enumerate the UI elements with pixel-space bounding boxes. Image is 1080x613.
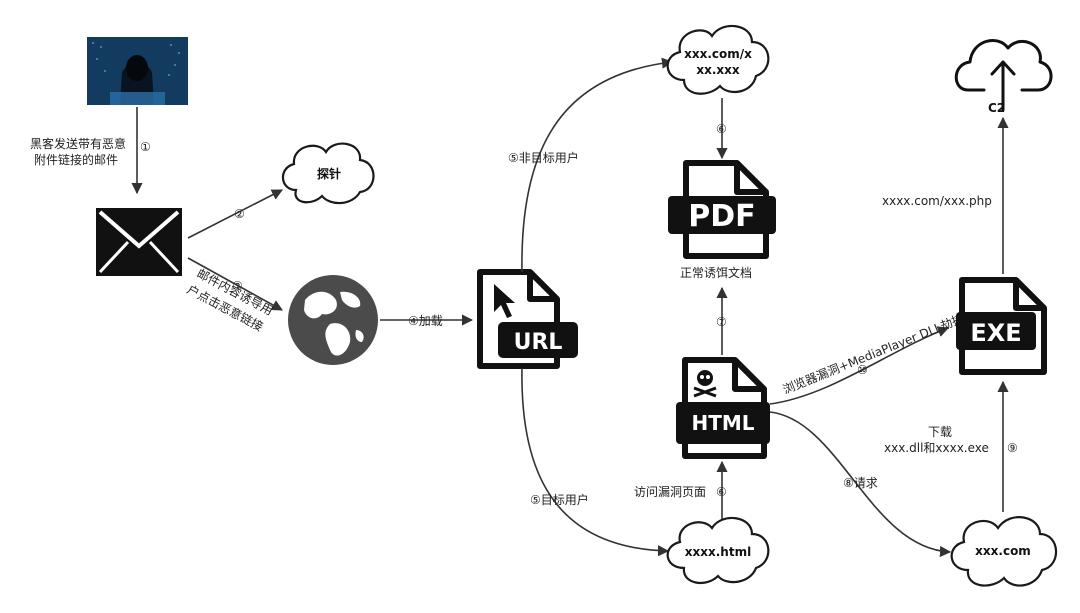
- step6-top-label: ⑥: [716, 122, 727, 136]
- edge-html-to-exe: [769, 326, 950, 405]
- cloud-xxx-com: xxx.com: [950, 516, 1058, 587]
- edge-url-to-decoy-cloud: [521, 57, 674, 273]
- cloud-xxx-com-label: xxx.com: [975, 544, 1031, 558]
- url-file-icon: URL: [477, 269, 578, 369]
- step4-label: ④加载: [408, 314, 443, 328]
- html-badge: HTML: [691, 411, 754, 435]
- step1-label: ①: [140, 140, 151, 154]
- hacker-image: [87, 37, 188, 105]
- step9-label: ⑨: [1007, 441, 1018, 455]
- cloud-upload-icon: C2: [954, 39, 1053, 115]
- step6-bottom-label: ⑥: [716, 485, 727, 499]
- pdf-badge: PDF: [688, 199, 755, 234]
- hacker-label-line2: 附件链接的邮件: [34, 152, 118, 167]
- step7-label: ⑦: [716, 315, 727, 329]
- cloud-probe: 探针: [281, 142, 375, 205]
- step3-label: ③: [232, 279, 243, 293]
- html-file-icon: HTML: [676, 357, 770, 459]
- step5-non-target-label: ⑤非目标用户: [508, 150, 579, 165]
- edge-mail-to-probe: [187, 189, 283, 239]
- step8-label: ⑧请求: [843, 476, 878, 490]
- probe-label: 探针: [317, 166, 341, 181]
- edge-html-to-server: [769, 411, 952, 558]
- c2-label: C2: [988, 101, 1005, 115]
- step10-label: ⑩: [857, 363, 868, 377]
- exe-file-icon: EXE: [956, 277, 1047, 375]
- hacker-label-line1: 黑客发送带有恶意: [30, 136, 126, 151]
- step5-target-label: ⑤目标用户: [530, 492, 589, 507]
- step6-bottom-text: 访问漏洞页面: [634, 485, 706, 499]
- edge-mail-to-globe: [187, 257, 283, 311]
- step10-text: 浏览器漏洞+MediaPlayer DLL劫持: [781, 310, 966, 397]
- cloud-xxxx-html: xxxx.html: [666, 516, 770, 585]
- url-badge: URL: [514, 330, 563, 355]
- cloud-xxxx-html-label: xxxx.html: [685, 545, 751, 559]
- step2-label: ②: [234, 207, 245, 221]
- c2-url-label: xxxx.com/xxx.php: [882, 194, 992, 208]
- globe-icon: [288, 275, 378, 365]
- exe-badge: EXE: [970, 319, 1021, 347]
- pdf-file-icon: PDF: [668, 160, 776, 259]
- step9-text-line2: xxx.dll和xxxx.exe: [884, 441, 989, 455]
- mail-icon: [96, 208, 182, 276]
- edge-url-to-html-cloud: [521, 367, 670, 557]
- cloud-decoy-line2: xx.xxx: [696, 63, 740, 77]
- step9-text-line1: 下载: [928, 425, 952, 439]
- skull-icon: [693, 370, 717, 398]
- pdf-caption: 正常诱饵文档: [680, 265, 752, 280]
- cloud-decoy-url: xxx.com/x xx.xxx: [666, 24, 770, 95]
- cloud-decoy-line1: xxx.com/x: [684, 47, 752, 61]
